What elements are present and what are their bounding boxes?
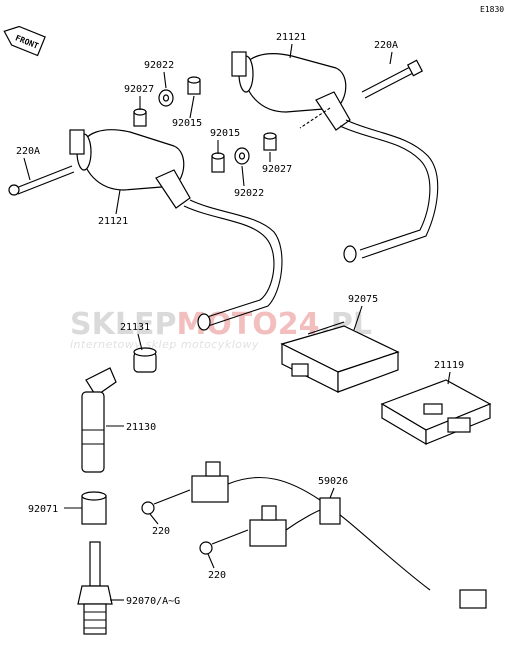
- part-label-220-b: 220: [207, 553, 226, 581]
- part-label-21121-upper: 21121: [276, 32, 306, 59]
- ring-92071: [81, 491, 107, 525]
- collar-92015-a: [187, 76, 201, 95]
- ignition-coil-upper: [231, 51, 439, 263]
- svg-text:21121: 21121: [276, 32, 306, 43]
- svg-text:220A: 220A: [374, 40, 398, 51]
- part-label-21130: 21130: [106, 422, 156, 433]
- svg-text:92022: 92022: [234, 188, 264, 199]
- svg-text:21131: 21131: [120, 322, 150, 333]
- pickup-coil-lower: [249, 505, 287, 547]
- watermark-part1: SKLEP: [70, 307, 176, 342]
- part-label-59026: 59026: [318, 476, 348, 499]
- part-label-220-a: 220: [149, 513, 170, 537]
- svg-text:92071: 92071: [28, 504, 58, 515]
- svg-text:92070/A~G: 92070/A~G: [126, 596, 180, 607]
- diagram-code: E1830: [480, 5, 504, 14]
- part-label-220a-lower: 220A: [16, 146, 40, 181]
- bolt-220a-upper: [361, 59, 424, 99]
- igniter-21119: [380, 379, 492, 446]
- part-label-92027-b: 92027: [262, 152, 292, 175]
- part-label-92027-a: 92027: [124, 84, 154, 110]
- svg-text:21119: 21119: [434, 360, 464, 371]
- bushing-92027-a: [133, 108, 147, 127]
- part-label-21121-lower: 21121: [98, 189, 128, 227]
- svg-text:92022: 92022: [144, 60, 174, 71]
- part-label-92070: 92070/A~G: [110, 596, 180, 607]
- cap-21131: [133, 347, 157, 373]
- bushing-92027-b: [263, 132, 277, 151]
- svg-text:92015: 92015: [210, 128, 240, 139]
- part-label-21131: 21131: [120, 322, 150, 351]
- svg-text:220A: 220A: [16, 146, 40, 157]
- front-arrow-icon: FRONT: [3, 25, 46, 57]
- part-label-92075: 92075: [348, 294, 378, 331]
- washer-92022-a: [158, 89, 174, 107]
- svg-text:92075: 92075: [348, 294, 378, 305]
- screw-220-b: [199, 529, 249, 555]
- washer-92022-b: [234, 147, 250, 165]
- part-label-92022-a: 92022: [144, 60, 174, 89]
- svg-text:21121: 21121: [98, 216, 128, 227]
- watermark-subtitle: internetowy sklep motocyklowy: [70, 338, 259, 351]
- part-label-92022-b: 92022: [234, 165, 264, 199]
- harness-59026: [227, 477, 487, 609]
- part-label-92015-b: 92015: [210, 128, 240, 154]
- plug-cap-21130: [81, 367, 117, 473]
- pickup-coil-upper: [191, 461, 229, 503]
- collar-92015-b: [211, 152, 225, 173]
- svg-text:220: 220: [208, 570, 226, 581]
- part-label-92015-a: 92015: [172, 95, 202, 129]
- svg-text:21130: 21130: [126, 422, 156, 433]
- svg-text:59026: 59026: [318, 476, 348, 487]
- screw-220-a: [141, 489, 191, 515]
- part-label-220a-upper: 220A: [374, 40, 398, 65]
- watermark-part2: MOTO: [176, 307, 277, 342]
- spark-plug-92070: [77, 541, 113, 635]
- bolt-220a-lower: [8, 165, 75, 196]
- ignition-coil-lower: [69, 129, 283, 331]
- svg-text:92015: 92015: [172, 118, 202, 129]
- part-label-21119: 21119: [434, 360, 464, 385]
- svg-text:92027: 92027: [262, 164, 292, 175]
- svg-text:92027: 92027: [124, 84, 154, 95]
- part-label-92071: 92071: [28, 504, 82, 515]
- svg-text:220: 220: [152, 526, 170, 537]
- igniter-92075: [280, 321, 400, 393]
